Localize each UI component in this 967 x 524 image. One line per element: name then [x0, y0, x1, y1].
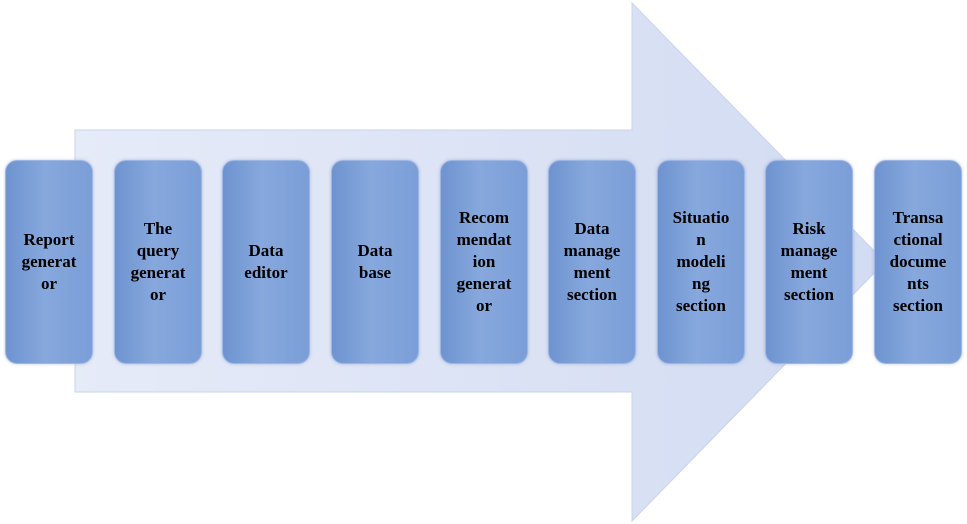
step-situation-modeling-section: Situatio n modeli ng section: [657, 160, 745, 364]
step-label: Recom mendat ion generat or: [456, 208, 512, 315]
step-label: Data editor: [244, 241, 288, 282]
step-label: Situatio n modeli ng section: [672, 208, 730, 315]
step-label: Data manage ment section: [563, 219, 621, 304]
step-transactional-documents-section: Transa ctional docume nts section: [874, 160, 962, 364]
step-data-editor: Data editor: [222, 160, 310, 364]
step-query-generator: The query generat or: [114, 160, 202, 364]
step-label: Report generat or: [21, 230, 77, 293]
step-label: Data base: [357, 241, 393, 282]
step-label: Transa ctional docume nts section: [889, 208, 947, 315]
step-label: The query generat or: [130, 219, 186, 304]
step-data-base: Data base: [331, 160, 419, 364]
step-report-generator: Report generat or: [5, 160, 93, 364]
step-data-management-section: Data manage ment section: [548, 160, 636, 364]
step-recommendation-generator: Recom mendat ion generat or: [440, 160, 528, 364]
step-risk-management-section: Risk manage ment section: [765, 160, 853, 364]
step-label: Risk manage ment section: [780, 219, 838, 304]
